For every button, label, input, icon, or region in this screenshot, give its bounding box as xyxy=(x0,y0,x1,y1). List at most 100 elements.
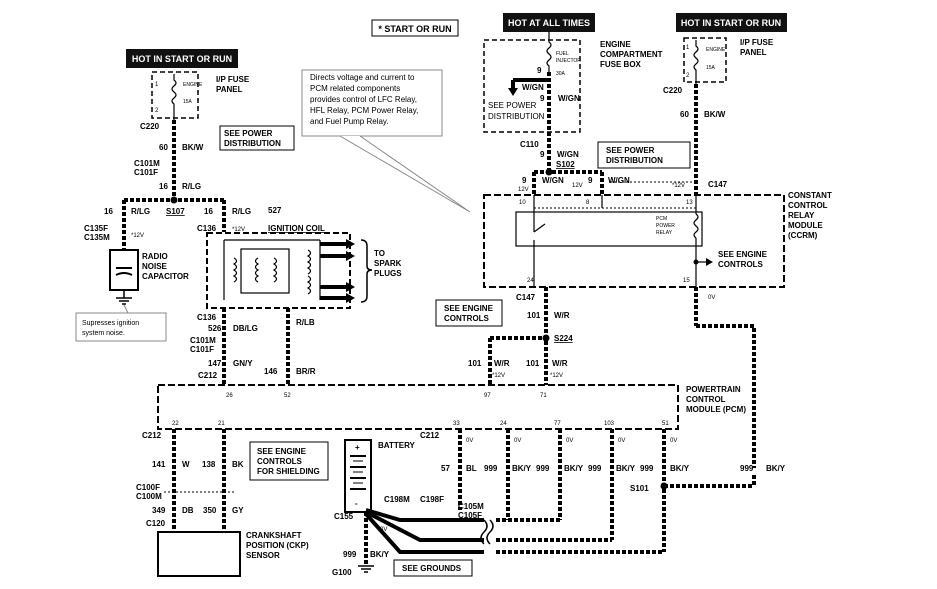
hot-start-run-tag-left xyxy=(126,49,238,68)
ccrm-name-3: RELAY xyxy=(788,211,815,220)
pcm-note-pointer xyxy=(339,135,471,213)
spark-plugs-label-3: PLUGS xyxy=(374,269,402,278)
voltage-0v-c: 0V xyxy=(566,438,573,444)
spark-plugs-label-1: TO xyxy=(374,249,385,258)
wire-999-g100-num: 999 xyxy=(343,550,357,559)
connector-c135f: C135F xyxy=(84,224,108,233)
connector-c136-top: C136 xyxy=(197,224,217,233)
ignition-coil-core xyxy=(240,248,290,294)
wire-999-b-num: 999 xyxy=(536,464,550,473)
pcm-pin-51: 51 xyxy=(662,421,669,427)
connector-c101m-left: C101M xyxy=(134,159,160,168)
capacitor-note-box xyxy=(75,312,167,342)
wire-146-num: 146 xyxy=(264,367,278,376)
shield-note-2: CONTROLS xyxy=(257,457,303,466)
pcm-pin-103: 103 xyxy=(604,421,615,427)
fuse-left-panel-label1: I/P FUSE xyxy=(216,75,250,84)
wire-141-num: 141 xyxy=(152,460,166,469)
voltage-0v-e: 0V xyxy=(670,438,677,444)
voltage-ccrm-0v: 0V xyxy=(708,295,715,301)
ccrm-pin-10: 10 xyxy=(519,200,526,206)
spark-arrow-icon xyxy=(346,239,355,303)
fuse-right-panel-label1: I/P FUSE xyxy=(740,38,774,47)
wire-16-right-num: 16 xyxy=(204,207,213,216)
engine-fuse-see-power-2: DISTRIBUTION xyxy=(488,112,545,121)
ckp-label-1: CRANKSHAFT xyxy=(246,531,302,540)
connector-c220-right: C220 xyxy=(663,86,683,95)
connector-c212-bottom-right: C212 xyxy=(420,431,440,440)
fuse-left-name: ENGINE xyxy=(183,82,203,88)
splice-s224-label: S224 xyxy=(554,334,573,343)
shield-note-3: FOR SHIELDING xyxy=(257,467,320,476)
coil-winding-right-bottom xyxy=(306,275,312,295)
wire-57-color: BL xyxy=(466,464,477,473)
shield-note-1: SEE ENGINE xyxy=(257,447,307,456)
radio-capacitor-label-1: RADIO xyxy=(142,252,168,261)
wire-101-b-num: 101 xyxy=(526,359,540,368)
wire-526-num: 526 xyxy=(208,324,222,333)
see-grounds-box xyxy=(393,559,473,577)
ccrm-pin-24: 24 xyxy=(527,278,534,284)
engine-fuse-label-3: FUSE BOX xyxy=(600,60,642,69)
wire-9-c110-color: W/GN xyxy=(557,150,579,159)
capacitor-note-2: system noise. xyxy=(82,330,125,337)
see-engine-mid-2: CONTROLS xyxy=(444,314,490,323)
wire-141-color: W xyxy=(182,460,190,469)
power-dist-arrow-icon xyxy=(508,88,518,96)
fuse-right-rating: 15A xyxy=(706,65,716,71)
ccrm-see-engine-2: CONTROLS xyxy=(718,260,764,269)
wire-60-right-color: BK/W xyxy=(704,110,726,119)
fuse-pin-9-mid: 9 xyxy=(540,94,545,103)
wire-138-color: BK xyxy=(232,460,244,469)
wire-60-left-num: 60 xyxy=(159,143,168,152)
see-power-distribution-left-box xyxy=(219,125,295,151)
radio-capacitor-label-2: NOISE xyxy=(142,262,168,271)
fuse-pin-9-top: 9 xyxy=(537,66,542,75)
relay-label-1: PCM xyxy=(656,216,667,222)
see-engine-controls-box-mid xyxy=(435,299,503,327)
ignition-coil-box xyxy=(206,232,351,309)
voltage-pcm-b: *12V xyxy=(550,373,563,379)
radio-capacitor-body xyxy=(109,249,139,291)
connector-c135m: C135M xyxy=(84,233,110,242)
harness-c105 xyxy=(365,510,484,542)
ckp-label-2: POSITION (CKP) xyxy=(246,541,309,550)
engine-fuse-see-power-1: SEE POWER xyxy=(488,101,537,110)
fuse-right-pin-out: 2 xyxy=(686,73,690,79)
pcm-note-4: HFL Relay, PCM Power Relay, xyxy=(310,106,418,115)
wire-16-left-color: R/LG xyxy=(131,207,150,216)
harness-break-1 xyxy=(480,519,488,545)
pcm-pin-22: 22 xyxy=(172,421,179,427)
relay-label-3: RELAY xyxy=(656,230,673,236)
wire-527-color: R/LB xyxy=(296,318,315,327)
wire-101-top-num: 101 xyxy=(527,311,541,320)
fuse-right-pin-in: 1 xyxy=(686,45,690,51)
see-power-dist-left-1: SEE POWER xyxy=(224,129,273,138)
engine-fuse-box xyxy=(483,39,581,133)
wire-bky-999-right xyxy=(696,324,756,468)
pcm-note-5: and Fuel Pump Relay. xyxy=(310,117,389,126)
pcm-pin-33: 33 xyxy=(453,421,460,427)
pcm-pin-21: 21 xyxy=(218,421,225,427)
ccrm-module-box xyxy=(483,194,785,288)
see-power-dist-left-2: DISTRIBUTION xyxy=(224,139,281,148)
splice-s101-label: S101 xyxy=(630,484,649,493)
ignition-coil-label: IGNITION COIL xyxy=(268,224,325,233)
ip-fuse-panel-right-box xyxy=(683,37,727,83)
wire-wgn-to-pd: W/GN xyxy=(522,83,544,92)
voltage-pcm-a: *12V xyxy=(492,373,505,379)
wire-999-g100-color: BK/Y xyxy=(370,550,390,559)
ccrm-pin-15: 15 xyxy=(683,278,690,284)
fuse-right-symbol xyxy=(693,40,699,84)
connector-c101f-mid: C101F xyxy=(190,345,214,354)
connector-c101f-left: C101F xyxy=(134,168,158,177)
pcm-pin-52: 52 xyxy=(284,393,291,399)
connector-c220-left: C220 xyxy=(140,122,160,131)
connector-c100f: C100F xyxy=(136,483,160,492)
hot-start-run-tag-right xyxy=(676,13,787,32)
connector-c212-top: C212 xyxy=(198,371,218,380)
wire-9b-num: 9 xyxy=(588,176,593,185)
wire-999-d-num: 999 xyxy=(640,464,654,473)
